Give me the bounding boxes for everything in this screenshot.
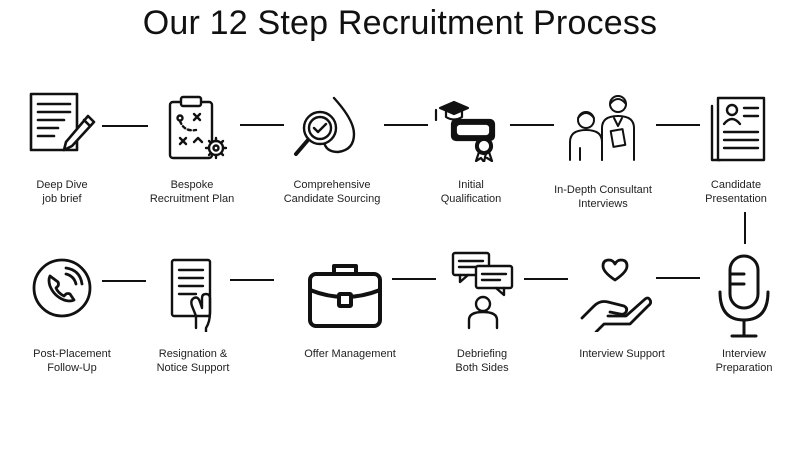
phone-ring-icon: [30, 256, 94, 320]
clipboard-strategy-icon: [166, 94, 230, 162]
connector-5-6: [656, 124, 700, 126]
connector-2-3: [240, 124, 284, 126]
step-11-label: Resignation &Notice Support: [156, 348, 230, 374]
resume-document-icon: [706, 94, 768, 164]
document-pen-icon: [28, 90, 96, 154]
step-8-label: Interview Support: [579, 348, 665, 360]
connector-10-11: [230, 279, 274, 281]
connector-11-12: [102, 280, 146, 282]
consultant-interview-icon: [568, 92, 640, 162]
hand-paper-icon: [166, 256, 222, 332]
chat-person-icon: [450, 250, 516, 330]
connector-4-5: [510, 124, 554, 126]
connector-6-7: [744, 212, 746, 244]
connector-3-4: [384, 124, 428, 126]
briefcase-icon: [306, 260, 384, 330]
hand-heart-icon: [578, 258, 652, 332]
magnifier-drop-icon: [290, 94, 362, 162]
connector-9-10: [392, 278, 436, 280]
certificate-cap-icon: [432, 100, 498, 162]
connector-1-2: [102, 125, 148, 127]
step-10-label: Offer Management: [304, 348, 396, 360]
connector-8-9: [524, 278, 568, 280]
page-title: Our 12 Step Recruitment Process: [142, 4, 658, 42]
microphone-icon: [714, 252, 774, 340]
connector-7-8: [656, 277, 700, 279]
